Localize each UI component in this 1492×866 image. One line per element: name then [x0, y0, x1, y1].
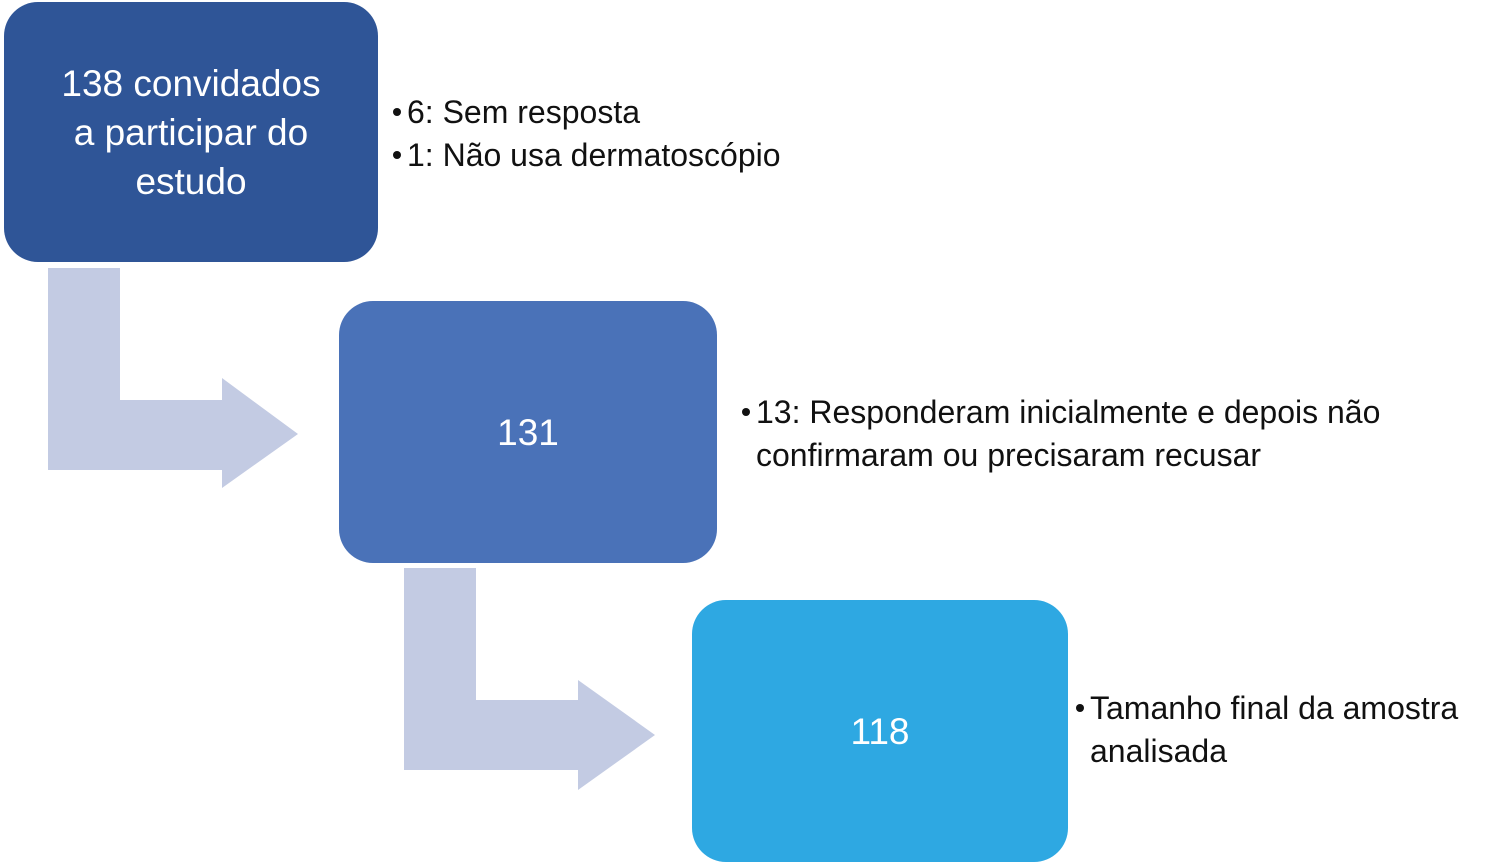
note-item-no-response: 6: Sem resposta: [393, 91, 781, 134]
note-text-continuation: analisada: [1090, 733, 1227, 769]
exclusion-note-1: 6: Sem resposta 1: Não usa dermatoscópio: [393, 91, 781, 177]
note-text: 13: Responderam inicialmente e depois nã…: [756, 394, 1381, 430]
step-box-label: 138 convidados a participar do estudo: [61, 62, 321, 202]
connector-arrow-2: [404, 568, 655, 790]
note-text: 6: Sem resposta: [407, 94, 640, 130]
note-item-declined: 13: Responderam inicialmente e depois nã…: [742, 391, 1380, 434]
exclusion-note-2: 13: Responderam inicialmente e depois nã…: [742, 391, 1380, 477]
bullet-icon: [742, 408, 750, 416]
note-text: 1: Não usa dermatoscópio: [407, 137, 781, 173]
connector-arrow-1: [48, 268, 298, 488]
note-text: Tamanho final da amostra: [1090, 690, 1459, 726]
step-box-131: 131: [339, 301, 717, 563]
note-item-final-sample: Tamanho final da amostra: [1076, 687, 1458, 730]
bullet-icon: [1076, 704, 1084, 712]
note-item-no-dermatoscope: 1: Não usa dermatoscópio: [393, 134, 781, 177]
bullet-icon: [393, 108, 401, 116]
final-sample-note: Tamanho final da amostra analisada: [1076, 687, 1458, 773]
bullet-icon: [393, 151, 401, 159]
step-box-invited: 138 convidados a participar do estudo: [4, 2, 378, 262]
step-box-label: 118: [850, 710, 910, 752]
step-box-118: 118: [692, 600, 1068, 862]
step-box-label: 131: [497, 411, 559, 453]
note-text-continuation: confirmaram ou precisaram recusar: [756, 437, 1262, 473]
